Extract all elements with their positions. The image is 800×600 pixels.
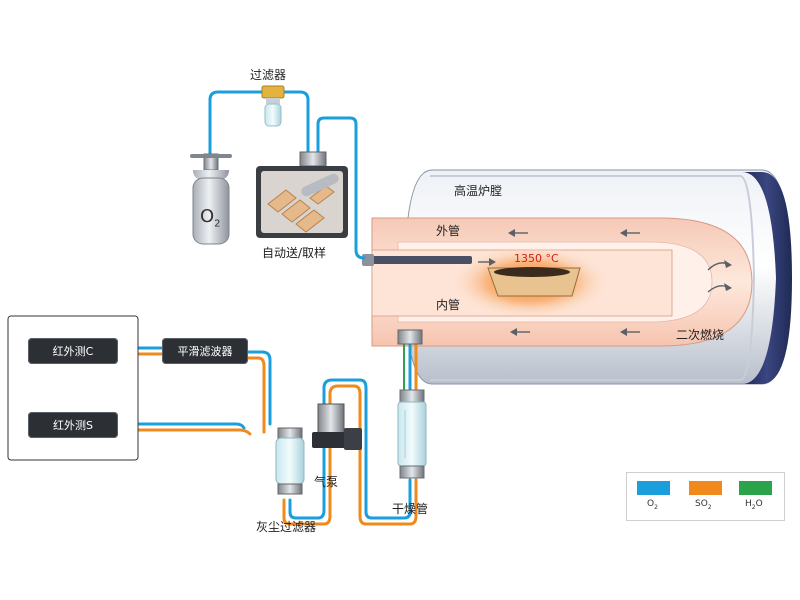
legend-swatch-o2 (637, 481, 670, 495)
outlet-fitting (397, 329, 423, 345)
legend-label-o2: O2 (647, 499, 658, 511)
arrow-right-icon (478, 258, 496, 266)
arrow-left-icon (620, 229, 640, 237)
legend-label-h2o: H2O (745, 499, 763, 511)
legend-swatch-h2o (739, 481, 772, 495)
o2-lines (116, 90, 412, 520)
pump-unit (312, 403, 362, 450)
smoothing-filter-box: 平滑滤波器 (162, 338, 248, 364)
furnace-inner-shadow (430, 175, 756, 381)
furnace-label: 高温炉膛 (454, 184, 503, 198)
filter-label: 过滤器 (250, 68, 287, 82)
furnace-end-cap (742, 172, 792, 384)
o2-tank (190, 153, 232, 245)
drying-tube-unit (397, 389, 427, 479)
legend: O2 SO2 H2O (626, 472, 785, 521)
outer-tube-label: 外管 (436, 224, 461, 238)
inner-tube-label: 内管 (436, 298, 461, 312)
autosampler (256, 151, 348, 238)
arrow-left-icon (510, 328, 530, 336)
legend-label-so2: SO2 (695, 499, 712, 511)
legend-swatch-so2 (689, 481, 722, 495)
pump-label: 气泵 (314, 475, 339, 489)
dust-filter-label: 灰尘过滤器 (256, 520, 317, 534)
ir-carbon-cell: 红外测C (28, 338, 118, 364)
secondary-combustion-label: 二次燃烧 (676, 328, 725, 342)
flow-arrows (478, 229, 732, 336)
dust-filter-unit (275, 427, 305, 495)
so2-lines (116, 338, 418, 526)
ir-sulfur-cell: 红外测S (28, 412, 118, 438)
autosampler-label: 自动送/取样 (262, 246, 327, 260)
drying-tube-label: 干燥管 (392, 502, 429, 516)
sample-boat (487, 267, 581, 297)
arrow-left-icon (620, 328, 640, 336)
filter-unit (261, 85, 285, 127)
arrow-left-icon (508, 229, 528, 237)
sampling-rod (362, 254, 472, 266)
o2-tank-label: O2 (200, 206, 221, 230)
temperature-label: 1350 °C (514, 252, 559, 265)
